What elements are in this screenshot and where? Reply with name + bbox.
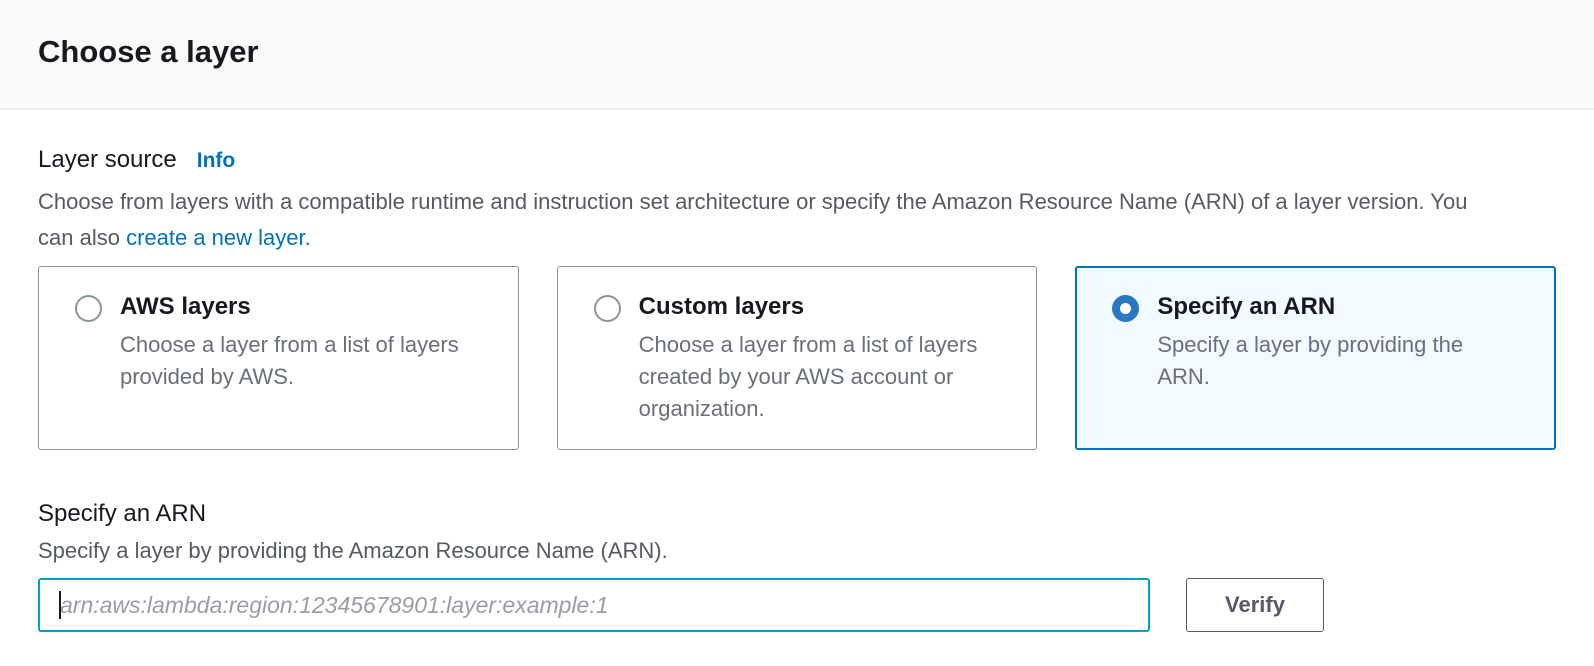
arn-input-row: Verify xyxy=(38,578,1556,632)
panel-content: Layer source Info Choose from layers wit… xyxy=(0,144,1594,632)
tile-body: Custom layers Choose a layer from a list… xyxy=(639,291,991,425)
tile-body: AWS layers Choose a layer from a list of… xyxy=(120,291,472,393)
create-new-layer-link[interactable]: create a new layer. xyxy=(126,225,311,250)
arn-input-wrapper xyxy=(38,578,1150,632)
tile-description: Choose a layer from a list of layers cre… xyxy=(638,332,978,421)
tile-description: Choose a layer from a list of layers pro… xyxy=(120,332,459,389)
radio-button[interactable] xyxy=(75,295,102,322)
page-title: Choose a layer xyxy=(38,34,259,69)
tile-aws-layers[interactable]: AWS layers Choose a layer from a list of… xyxy=(38,266,519,450)
radio-button[interactable] xyxy=(593,295,621,322)
verify-button[interactable]: Verify xyxy=(1186,578,1324,632)
tile-title: Specify an ARN xyxy=(1157,293,1336,320)
layer-source-options: AWS layers Choose a layer from a list of… xyxy=(38,266,1557,450)
info-link[interactable]: Info xyxy=(196,149,236,172)
text-cursor xyxy=(59,591,61,619)
radio-button[interactable] xyxy=(1112,295,1140,322)
tile-description: Specify a layer by providing the ARN. xyxy=(1157,332,1464,389)
tile-title: Custom layers xyxy=(638,293,805,320)
layer-source-description: Choose from layers with a compatible run… xyxy=(38,184,1498,256)
layer-source-label-row: Layer source Info xyxy=(38,144,1556,176)
layer-source-description-text: Choose from layers with a compatible run… xyxy=(38,189,1468,250)
tile-body: Specify an ARN Specify a layer by provid… xyxy=(1157,291,1509,393)
tile-title: AWS layers xyxy=(120,293,251,320)
tile-custom-layers[interactable]: Custom layers Choose a layer from a list… xyxy=(556,266,1038,450)
specify-arn-title: Specify an ARN xyxy=(38,500,207,527)
tile-specify-an-arn[interactable]: Specify an ARN Specify a layer by provid… xyxy=(1075,266,1557,450)
arn-input[interactable] xyxy=(38,578,1150,632)
layer-source-label: Layer source xyxy=(38,146,177,173)
panel-header: Choose a layer xyxy=(0,0,1594,110)
specify-arn-description: Specify a layer by providing the Amazon … xyxy=(38,538,668,563)
